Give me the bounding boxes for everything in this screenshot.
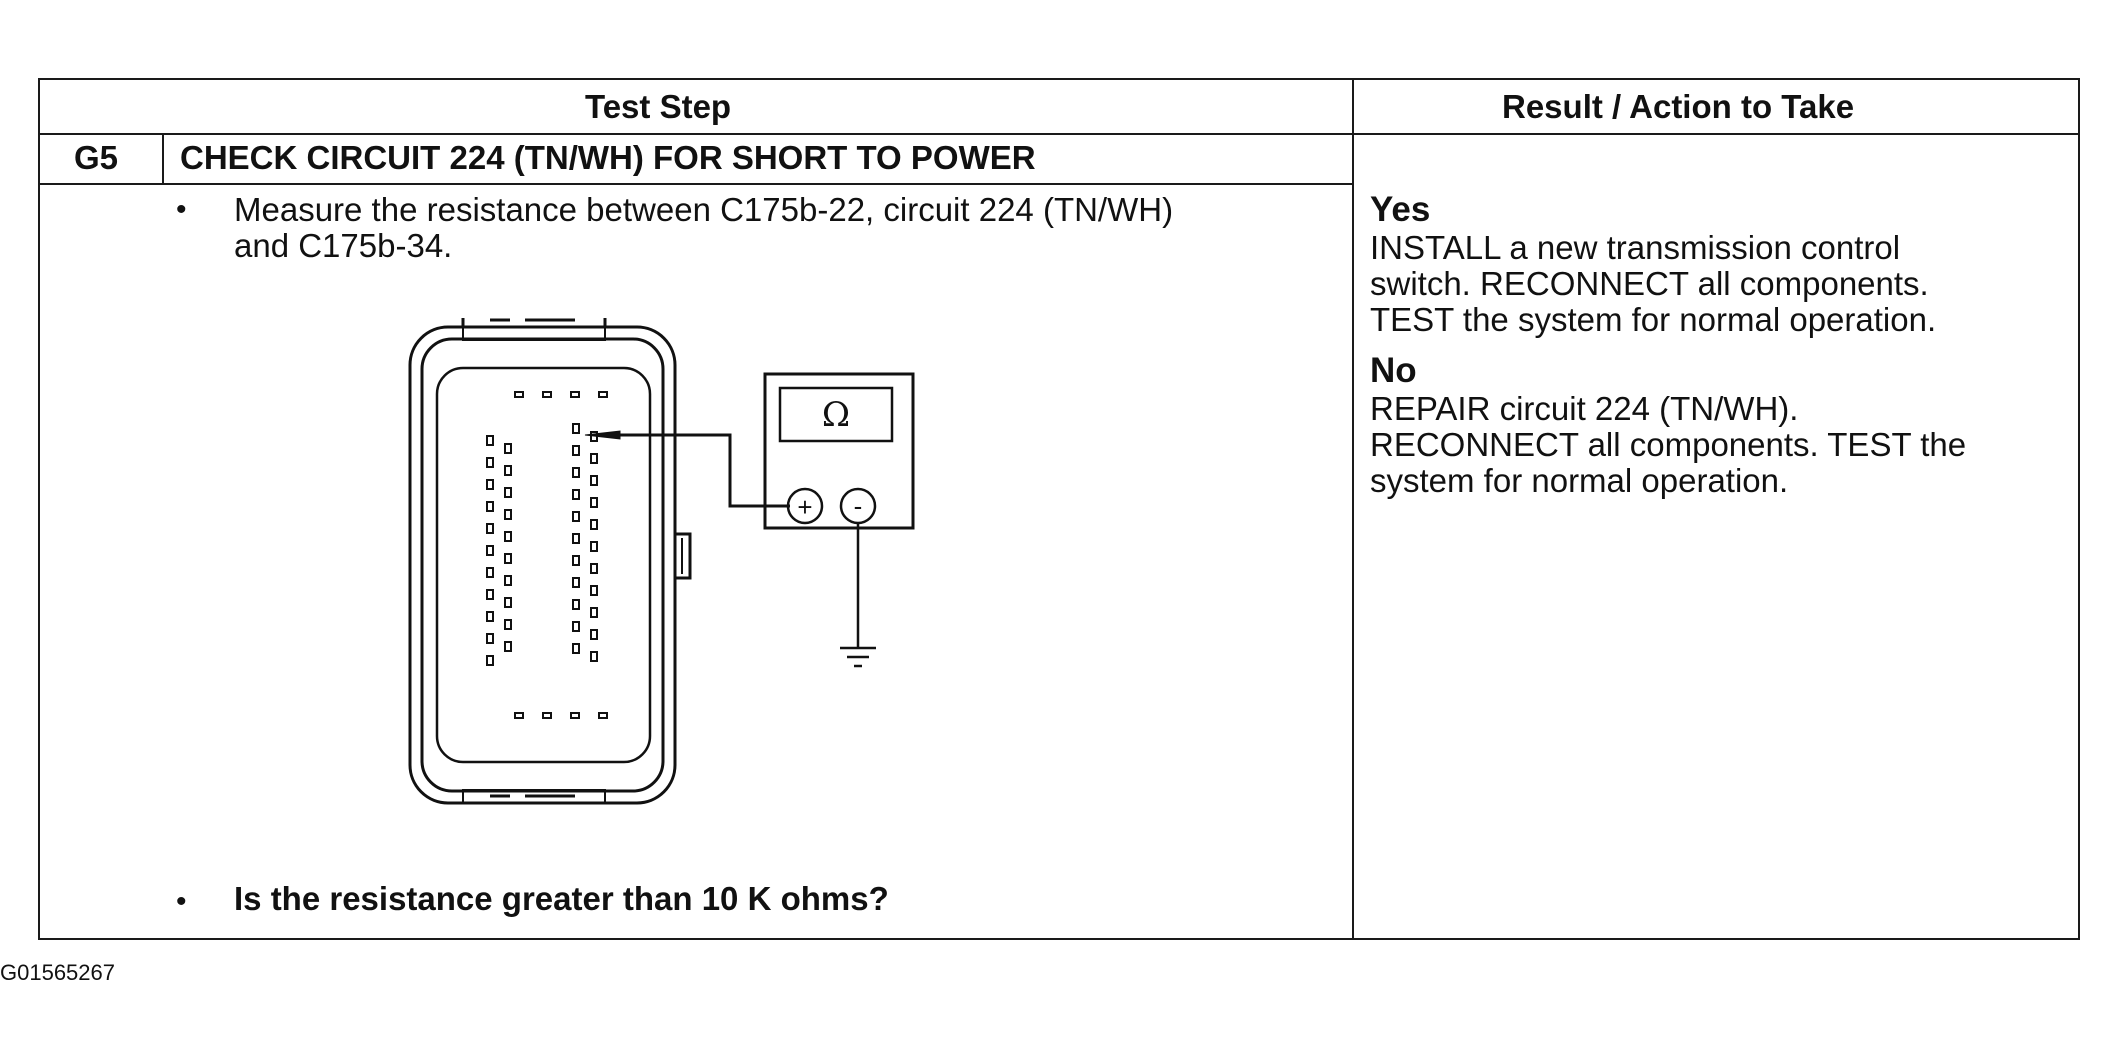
figure-code: G01565267 xyxy=(0,960,115,985)
connector-pins xyxy=(486,391,608,719)
minus-symbol: - xyxy=(854,491,863,521)
step-id: G5 xyxy=(74,139,119,176)
probe-tip xyxy=(584,430,621,440)
question-bullet: • xyxy=(176,885,187,918)
step-title: CHECK CIRCUIT 224 (TN/WH) FOR SHORT TO P… xyxy=(180,139,1036,176)
header-divider xyxy=(40,133,2078,135)
column-divider xyxy=(1352,80,1354,938)
instruction-bullet: • xyxy=(176,193,187,226)
connector-icon xyxy=(408,318,692,805)
test-step-header: Test Step xyxy=(585,88,732,125)
positive-lead xyxy=(595,433,790,508)
step-row-divider xyxy=(40,183,1352,185)
yes-action-text: INSTALL a new transmission control switc… xyxy=(1370,229,1937,338)
step-id-divider xyxy=(162,133,164,185)
yes-label: Yes xyxy=(1370,190,1431,229)
ohm-symbol: Ω xyxy=(822,395,850,435)
ground-icon xyxy=(840,646,876,668)
wiring-diagram: Ω + - xyxy=(408,318,915,805)
no-action-text: REPAIR circuit 224 (TN/WH). RECONNECT al… xyxy=(1370,390,1967,499)
instruction-text: Measure the resistance between C175b-22,… xyxy=(234,191,1174,264)
question-text: Is the resistance greater than 10 K ohms… xyxy=(234,880,889,917)
no-label: No xyxy=(1370,351,1417,390)
result-header: Result / Action to Take xyxy=(1502,88,1855,125)
plus-symbol: + xyxy=(797,492,812,522)
test-step-table: Test Step Result / Action to Take G5 CHE… xyxy=(38,78,2080,940)
